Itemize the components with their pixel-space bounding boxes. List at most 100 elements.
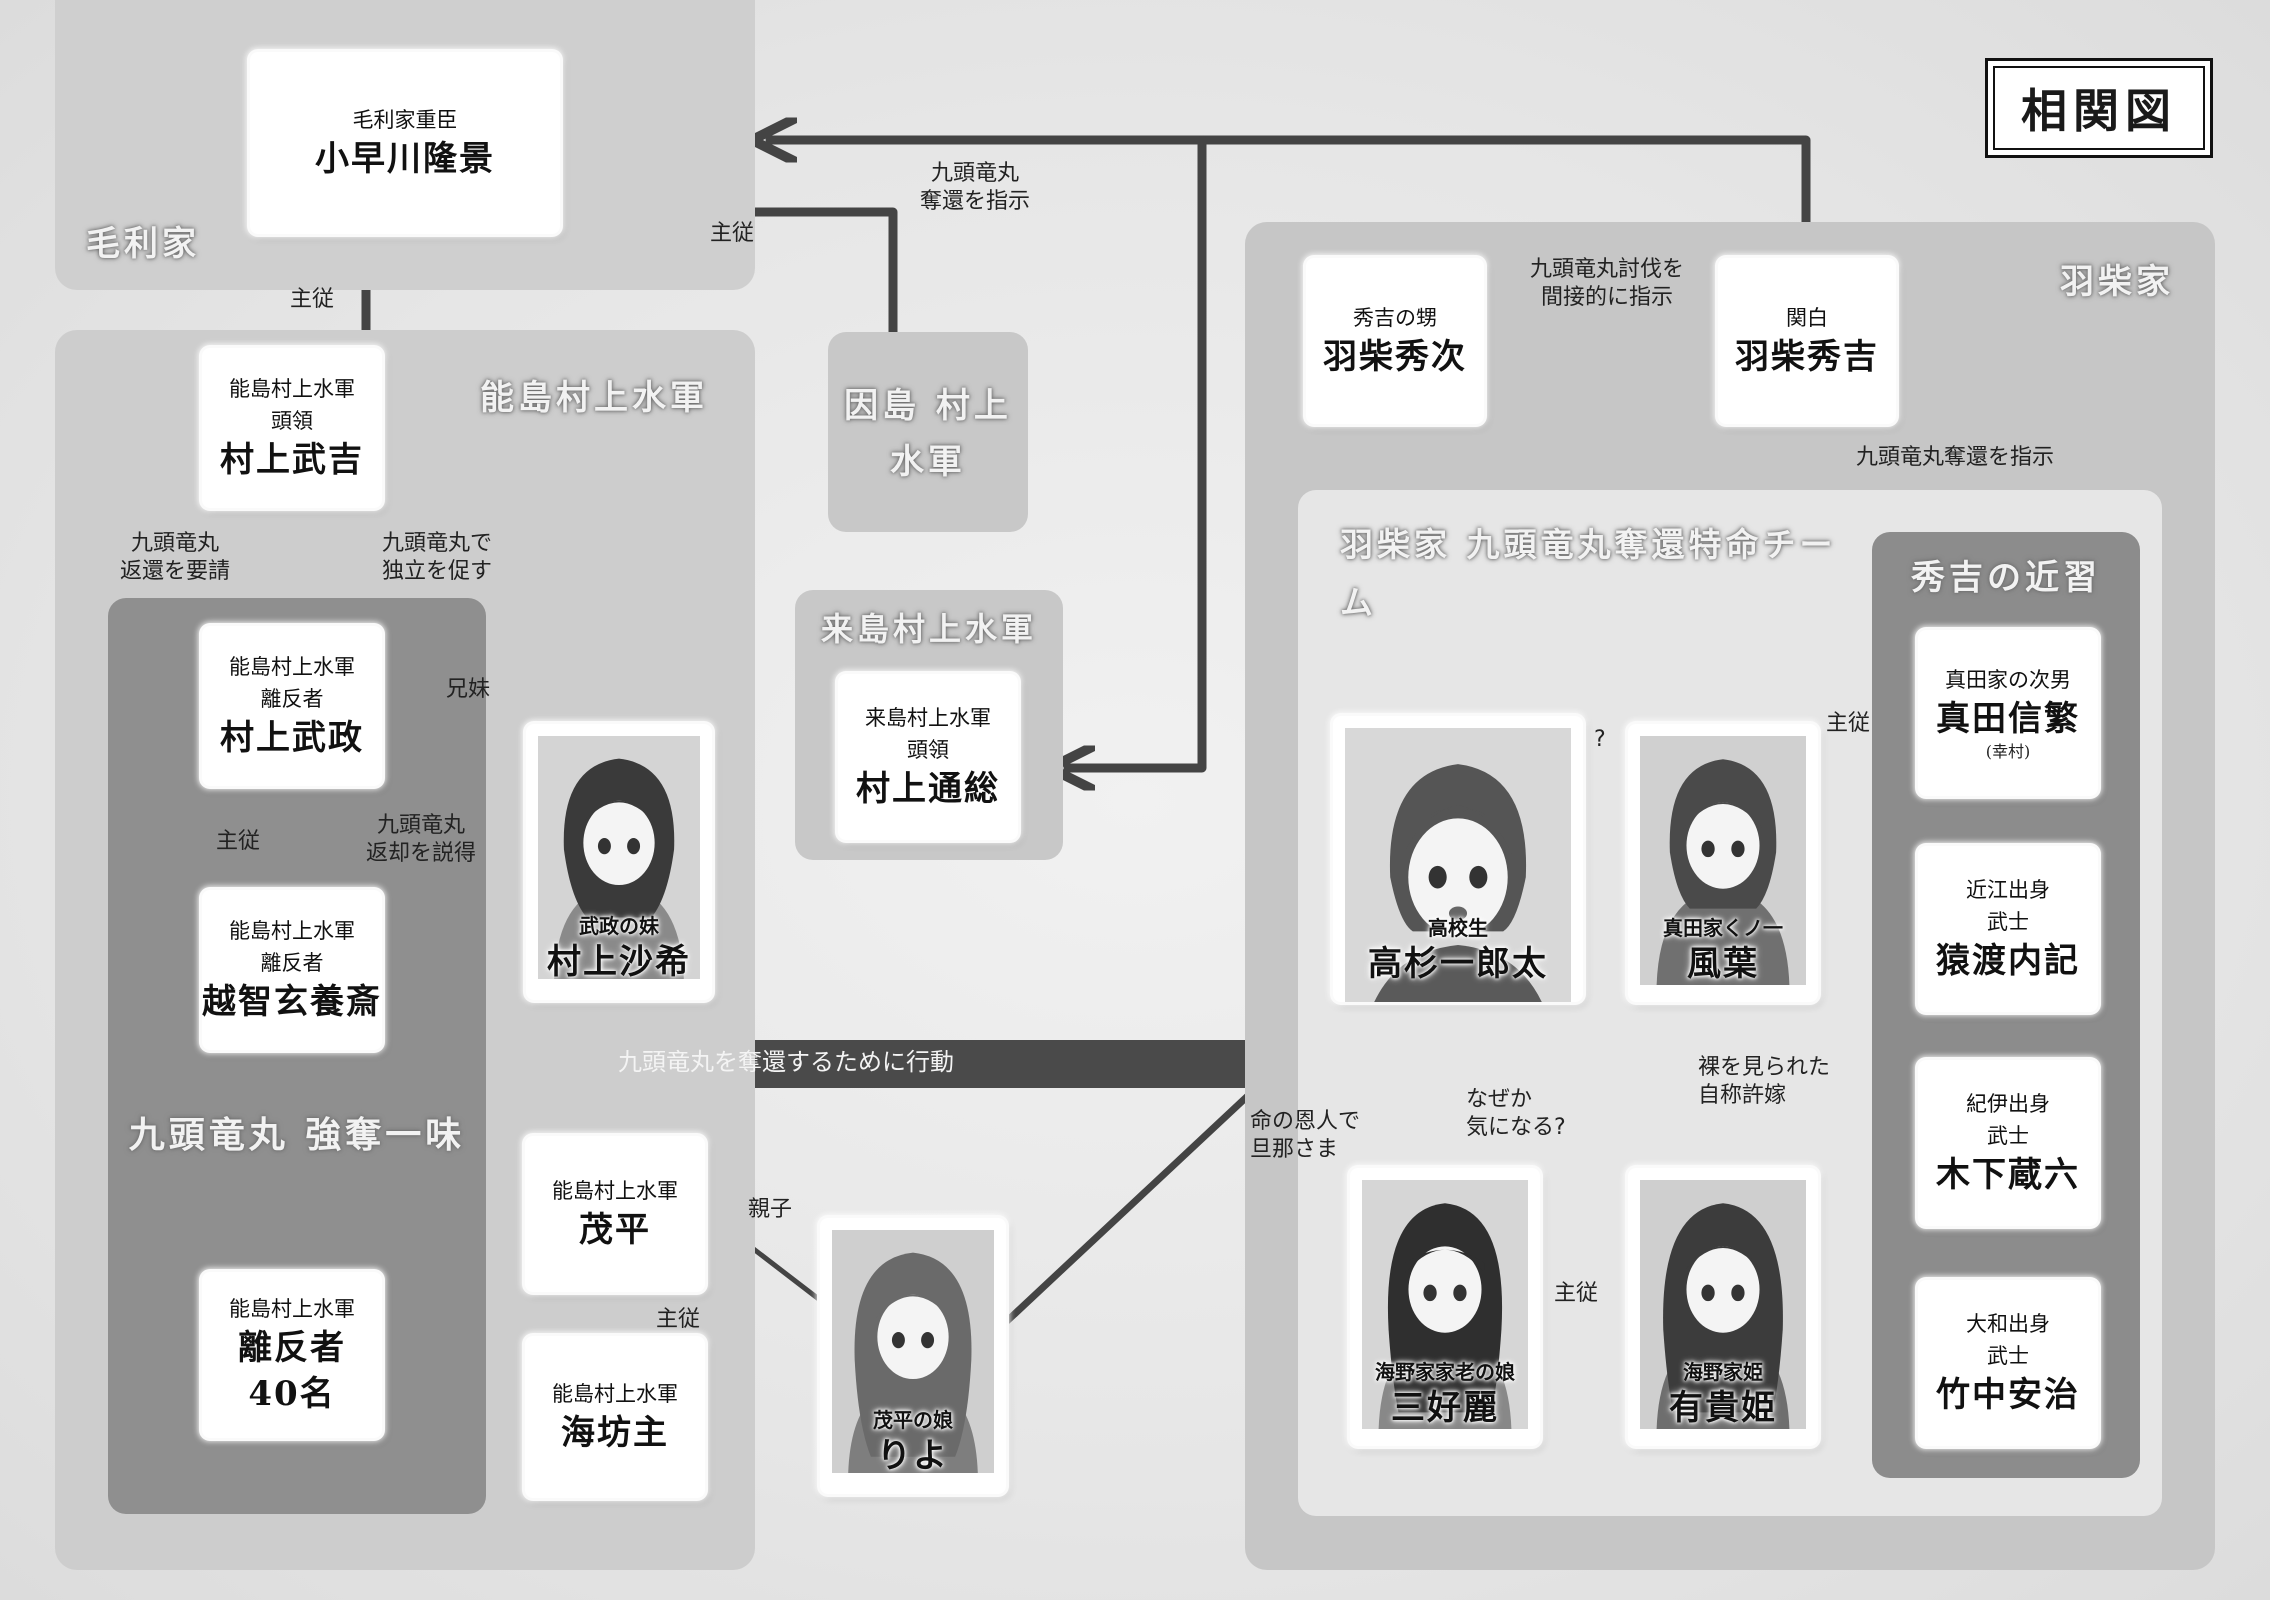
portrait-name: 高杉一郎太	[1368, 944, 1548, 984]
card-hideyoshi[interactable]: 関白 羽柴秀吉	[1718, 258, 1896, 424]
card-name: 海坊主	[561, 1413, 669, 1453]
edge-label-line: 奪還を指示	[919, 189, 1030, 214]
character-portrait-icon	[1640, 1180, 1806, 1429]
card-name: 村上武吉	[220, 440, 364, 480]
card-hidetsugu[interactable]: 秀吉の甥 羽柴秀次	[1306, 258, 1484, 424]
card-kinoshita[interactable]: 紀伊出身 武士 木下蔵六	[1918, 1060, 2098, 1226]
edge-label-henkan: 九頭竜丸 返還を要請	[110, 530, 240, 586]
card-sub: 大和出身	[1966, 1312, 2050, 1336]
edge-label-line: 命の恩人で	[1250, 1109, 1361, 1134]
edge-branch-to-michifusa	[1068, 135, 1207, 768]
portrait-sub: 海野家家老の娘	[1375, 1360, 1515, 1384]
card-kobayakawa[interactable]: 毛利家重臣 小早川隆景	[250, 52, 560, 234]
edge-label-toubatsu: 九頭竜丸討伐を 間接的に指示	[1512, 256, 1702, 312]
card-sanada[interactable]: 真田家の次男 真田信繁 (幸村)	[1918, 630, 2098, 796]
card-sub: 真田家の次男	[1945, 668, 2071, 692]
card-sub: 来島村上水軍	[865, 706, 991, 730]
edge-label-line: 九頭竜丸	[130, 531, 219, 556]
portrait-sub: 茂平の娘	[873, 1408, 953, 1432]
card-takenaka[interactable]: 大和出身 武士 竹中安治	[1918, 1280, 2098, 1446]
edge-label-dokuritsu: 九頭竜丸で 独立を促す	[372, 530, 502, 586]
portrait-sub: 海野家姫	[1683, 1360, 1763, 1384]
portrait-sub: 真田家くノ一	[1663, 916, 1783, 940]
edge-label-koudou: 九頭竜丸を奪還するために行動	[618, 1048, 954, 1076]
card-name: 離反者	[238, 1328, 346, 1368]
character-portrait-icon	[1640, 736, 1806, 985]
edge-label-shuju: 主従	[290, 287, 335, 312]
portrait-name: りよ	[877, 1436, 949, 1476]
card-kaibouzu[interactable]: 能島村上水軍 海坊主	[525, 1336, 705, 1498]
group-label-noshima: 能島村上水軍	[480, 378, 708, 418]
portrait-card-miyoshi[interactable]: 海野家家老の娘 三好麗	[1350, 1168, 1540, 1446]
edge-label-line: 裸を見られた	[1698, 1055, 1831, 1080]
card-saruwatari[interactable]: 近江出身 武士 猿渡内記	[1918, 846, 2098, 1012]
card-name: 木下蔵六	[1936, 1155, 2080, 1195]
card-sub: 関白	[1786, 306, 1828, 330]
edge-label-hadaka: 裸を見られた 自称許嫁	[1698, 1054, 1830, 1110]
card-sub: 離反者	[260, 951, 324, 975]
card-name: 羽柴秀次	[1323, 337, 1467, 377]
edge-label-line: 九頭竜丸で	[381, 531, 492, 556]
edge-label-line: 返還を要請	[119, 559, 230, 584]
edge-label-line: なぜか	[1466, 1087, 1533, 1112]
group-label-team: 羽柴家 九頭竜丸奪還特命チーム	[1340, 525, 1837, 622]
portrait-sub: 武政の妹	[579, 914, 659, 938]
card-name: 村上武政	[220, 718, 364, 758]
card-sub: 能島村上水軍	[229, 919, 355, 943]
character-portrait-icon	[538, 736, 700, 979]
card-sub: 近江出身	[1966, 878, 2050, 902]
card-sub: 能島村上水軍	[552, 1179, 678, 1203]
card-name: 越智玄養斎	[202, 982, 382, 1022]
edge-hideyoshi-to-kobayakawa	[770, 140, 1811, 263]
edge-label-line: 九頭竜丸	[376, 813, 465, 838]
edge-label-dakkan-shiji-full: 九頭竜丸奪還を指示	[1856, 445, 2055, 470]
card-mohei[interactable]: 能島村上水軍 茂平	[525, 1136, 705, 1292]
card-sub: 頭領	[907, 738, 949, 762]
edge-label-shuju: 主従	[1826, 711, 1871, 736]
card-ochi[interactable]: 能島村上水軍 離反者 越智玄養斎	[202, 890, 382, 1050]
edge-label-line: 旦那さま	[1250, 1137, 1339, 1162]
portrait-name: 三好麗	[1391, 1388, 1499, 1428]
group-label-innoshima: 因島 村上水軍	[844, 386, 1012, 482]
edge-label-line: 九頭竜丸討伐を	[1529, 257, 1684, 282]
edge-label-shuju: 主従	[216, 829, 261, 854]
edge-label-dakkan-shiji: 九頭竜丸 奪還を指示	[900, 160, 1050, 216]
card-name: 竹中安治	[1936, 1375, 2080, 1415]
edge-label-line: 気になる?	[1466, 1115, 1566, 1140]
card-name: 小早川隆景	[315, 139, 495, 179]
portrait-card-saki[interactable]: 武政の妹 村上沙希	[526, 724, 712, 1000]
card-name: 羽柴秀吉	[1735, 337, 1879, 377]
edge-label-shuju: 主従	[710, 221, 755, 246]
portrait-sub: 高校生	[1428, 916, 1488, 940]
portrait-card-yuki[interactable]: 海野家姫 有貴姫	[1628, 1168, 1818, 1446]
card-takeyoshi[interactable]: 能島村上水軍 頭領 村上武吉	[202, 348, 382, 508]
edge-label-line: 独立を促す	[381, 559, 492, 584]
card-name-count: 40名	[248, 1374, 336, 1414]
card-sub: 能島村上水軍	[552, 1382, 678, 1406]
group-label-hashiba: 羽柴家	[2060, 262, 2174, 302]
edge-label-shuju: 主従	[1554, 1281, 1599, 1306]
card-sub: 秀吉の甥	[1353, 306, 1437, 330]
character-portrait-icon	[1345, 728, 1571, 1002]
edge-label-henkyaku: 九頭竜丸 返却を説得	[356, 812, 486, 868]
character-portrait-icon	[1362, 1180, 1528, 1429]
card-sub: 毛利家重臣	[352, 108, 458, 132]
card-sub: 離反者	[260, 687, 324, 711]
portrait-card-fuuka[interactable]: 真田家くノ一 風葉	[1628, 724, 1818, 1002]
portrait-card-riyo[interactable]: 茂平の娘 りよ	[820, 1218, 1006, 1494]
portrait-name: 風葉	[1687, 944, 1759, 984]
card-rihansha[interactable]: 能島村上水軍 離反者 40名	[202, 1272, 382, 1438]
card-michifusa[interactable]: 来島村上水軍 頭領 村上通総	[838, 674, 1018, 840]
card-sub: 武士	[1987, 910, 2029, 934]
edge-label-kyoudai: 兄妹	[446, 677, 491, 702]
portrait-card-takasugi[interactable]: 高校生 高杉一郎太	[1333, 716, 1583, 1002]
portrait-name: 有貴姫	[1669, 1388, 1777, 1428]
portrait-name: 村上沙希	[547, 942, 691, 982]
group-label-kurushima: 来島村上水軍	[820, 610, 1037, 648]
group-innoshima	[828, 332, 1028, 532]
card-takemasa[interactable]: 能島村上水軍 離反者 村上武政	[202, 626, 382, 786]
card-sub: 頭領	[271, 409, 313, 433]
edge-label-onjin: 命の恩人で 旦那さま	[1250, 1108, 1360, 1164]
edge-label-line: 間接的に指示	[1540, 285, 1673, 310]
